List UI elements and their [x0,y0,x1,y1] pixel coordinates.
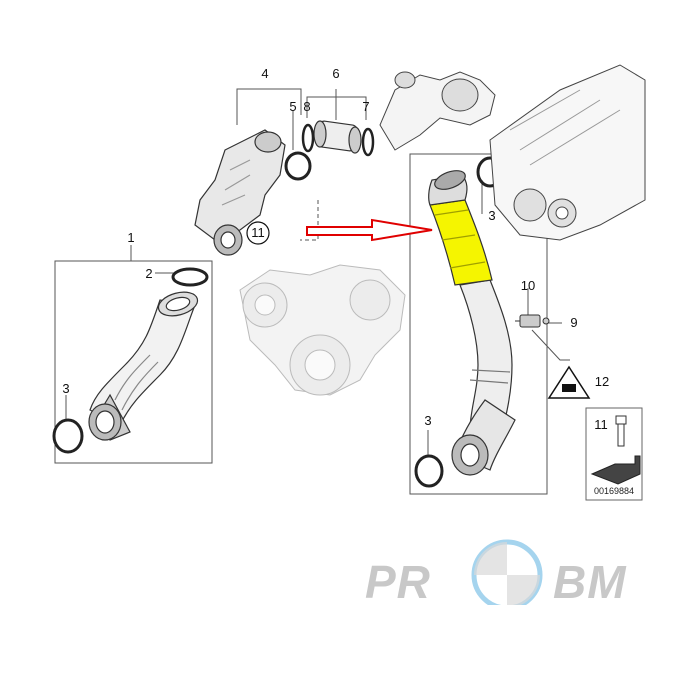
engine-block [489,64,646,241]
diagram-code: 00169884 [594,486,635,496]
warning-label-12 [547,365,591,399]
watermark-ring-icon [471,539,543,605]
watermark-logo: PR BM [365,539,665,615]
direction-arrow-icon [590,455,641,485]
callout-11-circle [246,221,270,245]
callout-11-manifold: 11 [251,225,265,240]
clamp-ring-3-bottom [414,454,444,488]
callout-5: 5 [289,99,297,114]
seal-ring-7 [361,127,375,157]
left-group-frame [54,260,213,464]
intake-housing [379,71,496,151]
callout-11-bolt: 11 [594,417,608,432]
watermark-text-right: BM [553,556,627,608]
callout-2: 2 [145,266,153,281]
callout-6: 6 [332,66,340,81]
watermark-text-left: PR [365,556,431,608]
coupling-sleeve-6 [313,120,362,154]
intake-pipe-1 [88,291,199,441]
callout-3-bottom: 3 [424,413,432,428]
clamp-ring-2 [171,267,209,287]
callout-3-top: 3 [488,208,496,223]
seal-ring-5 [284,151,312,181]
callout-3-left: 3 [62,381,70,396]
callout-12: 12 [594,374,610,389]
highlight-arrow-icon [306,218,433,242]
callout-9: 9 [570,315,578,330]
callout-7: 7 [362,99,370,114]
callout-4: 4 [261,66,269,81]
callout-10: 10 [520,278,536,293]
sensor-10 [515,314,550,328]
turbocharger [239,264,406,396]
callout-8: 8 [303,99,311,114]
leader-4 [236,88,264,125]
charge-air-pipe-9 [428,170,516,476]
bolt-box-11 [585,407,643,501]
clamp-ring-3-left [52,418,84,454]
manifold-4 [194,129,286,256]
seal-ring-8 [301,123,315,153]
callout-1: 1 [127,230,135,245]
